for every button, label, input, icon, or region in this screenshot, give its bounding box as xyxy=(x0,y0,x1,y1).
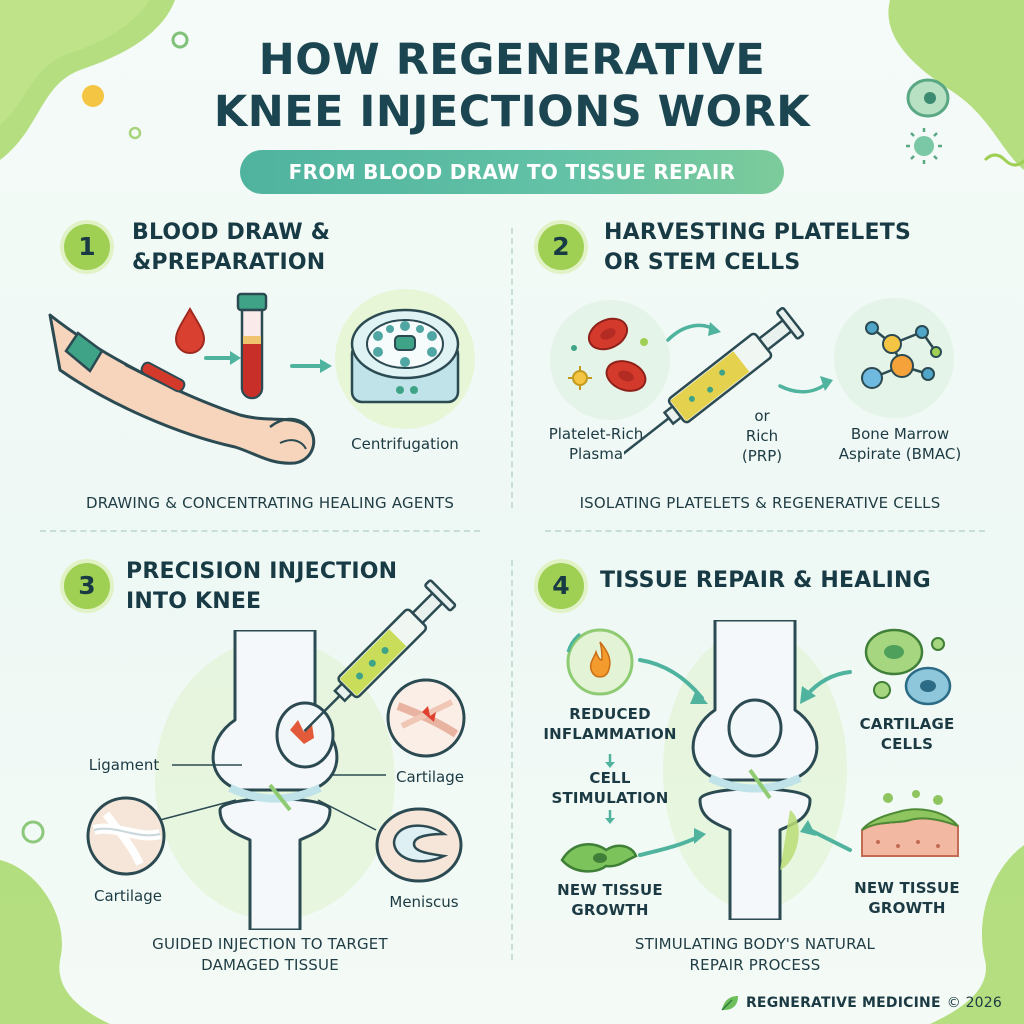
step-3-title-line-1: PRECISION INJECTION xyxy=(126,559,398,584)
step-2-number: 2 xyxy=(538,224,584,270)
label-centrifugation: Centrifugation xyxy=(351,435,459,453)
label-or-line-3: (PRP) xyxy=(741,447,783,465)
label-prp-line-1: Platelet-Rich xyxy=(548,425,644,443)
label-prp-line-2: Plasma xyxy=(568,445,624,463)
blood-cells-icon xyxy=(550,300,670,420)
centrifuge-icon xyxy=(335,289,475,429)
label-meniscus: Meniscus xyxy=(389,893,459,911)
label-reduced-line-1: REDUCED xyxy=(569,705,651,723)
knee-joint-icon xyxy=(155,630,395,930)
label-ligament: Ligament xyxy=(88,756,160,774)
leaf-icon xyxy=(721,996,738,1011)
subtitle-banner: FROM BLOOD DRAW TO TISSUE REPAIR xyxy=(240,150,784,194)
label-cell-line-2: STIMULATION xyxy=(551,789,669,807)
label-or-line-1: or xyxy=(754,407,770,425)
test-tube-icon xyxy=(236,292,268,400)
arrow-icon xyxy=(290,359,332,373)
step-1-caption: DRAWING & CONCENTRATING HEALING AGENTS xyxy=(85,494,455,512)
cartilage-detail-icon xyxy=(86,796,166,876)
label-growth-left-line-1: NEW TISSUE xyxy=(557,881,663,899)
step-4-caption-line-1: STIMULATING BODY'S NATURAL xyxy=(634,935,876,953)
arrow-icon xyxy=(204,351,241,365)
step-3-number: 3 xyxy=(64,563,110,609)
divider-horizontal-right xyxy=(545,530,985,532)
stem-cell-icon xyxy=(560,843,638,873)
label-cartilage-right: Cartilage xyxy=(396,768,464,786)
footer: REGNERATIVE MEDICINE © 2026 xyxy=(720,994,1002,1012)
label-cartilage-cells-line-1: CARTILAGE xyxy=(859,715,955,733)
step-1-title-line-2: &PREPARATION xyxy=(132,250,326,275)
tissue-icon xyxy=(861,790,959,857)
footer-copyright: © 2026 xyxy=(946,995,1002,1011)
step-1-title-line-1: BLOOD DRAW & xyxy=(132,220,331,245)
syringe-icon xyxy=(624,306,805,457)
step-3-title-line-2: INTO KNEE xyxy=(126,589,262,614)
label-growth-right-line-1: NEW TISSUE xyxy=(854,879,960,897)
ligament-detail-icon xyxy=(386,678,466,758)
label-growth-left-line-2: GROWTH xyxy=(571,901,649,919)
step-3-caption-line-1: GUIDED INJECTION TO TARGET xyxy=(152,935,388,953)
divider-horizontal-left xyxy=(40,530,480,532)
divider-vertical-top xyxy=(511,228,513,508)
step-4-number: 4 xyxy=(538,563,584,609)
step-1-number: 1 xyxy=(64,224,110,270)
label-growth-right-line-2: GROWTH xyxy=(868,899,946,917)
arrow-icon xyxy=(666,322,721,342)
cartilage-cells-icon xyxy=(864,628,952,706)
step-2-title-line-1: HARVESTING PLATELETS xyxy=(604,220,911,245)
step-2-title-line-2: OR STEM CELLS xyxy=(604,250,801,275)
step-4-caption-line-2: REPAIR PROCESS xyxy=(689,956,821,974)
label-cartilage-left: Cartilage xyxy=(94,887,162,905)
flame-icon xyxy=(566,628,634,696)
cell-icon xyxy=(906,78,950,164)
page-title-line-2: KNEE INJECTIONS WORK xyxy=(213,87,811,137)
label-cartilage-cells-line-2: CELLS xyxy=(880,735,934,753)
divider-vertical-bottom xyxy=(511,560,513,960)
step-3-caption-line-2: DAMAGED TISSUE xyxy=(201,956,339,974)
label-bmac-line-2: Aspirate (BMAC) xyxy=(838,445,962,463)
arm-icon xyxy=(48,313,316,465)
molecule-icon xyxy=(834,298,954,418)
page-title-line-1: HOW REGENERATIVE xyxy=(258,35,766,85)
step-4-title-line-1: TISSUE REPAIR & HEALING xyxy=(600,568,931,593)
label-bmac-line-1: Bone Marrow xyxy=(850,425,950,443)
label-reduced-line-2: INFLAMMATION xyxy=(543,725,677,743)
meniscus-detail-icon xyxy=(375,807,463,883)
footer-brand: REGNERATIVE MEDICINE xyxy=(745,995,941,1011)
arrow-icon xyxy=(778,376,833,394)
step-2-caption: ISOLATING PLATELETS & REGENERATIVE CELLS xyxy=(579,494,941,512)
blood-drop-icon xyxy=(174,306,206,354)
syringe-icon xyxy=(303,579,457,733)
label-or-line-2: Rich xyxy=(745,427,779,445)
label-cell-line-1: CELL xyxy=(589,769,631,787)
